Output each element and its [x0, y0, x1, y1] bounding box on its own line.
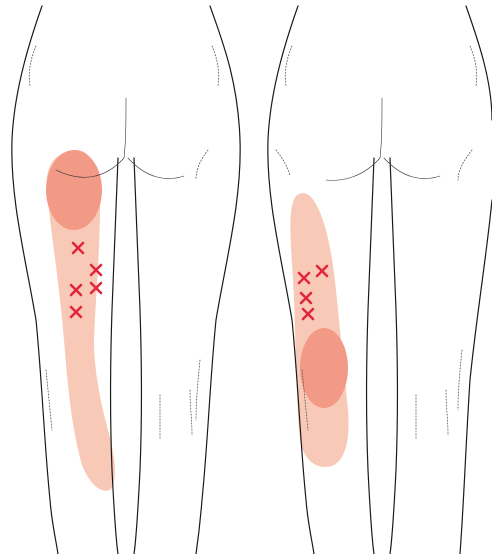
left-gluteal-cleft: [124, 98, 126, 158]
right-knee-crease-c: [446, 390, 448, 435]
right-hip-line-left: [285, 46, 292, 86]
left-primary-zone: [46, 150, 102, 230]
right-gluteal-fold-right: [384, 158, 440, 179]
left-calf-line: [196, 360, 200, 420]
left-knee-crease-c: [190, 390, 192, 435]
left-hip-line-left: [29, 46, 36, 86]
left-right-contour: [196, 6, 240, 554]
right-inner-leg-contour-2: [390, 158, 398, 554]
left-gluteal-fold-right: [128, 158, 184, 179]
right-hip-line-right: [470, 46, 477, 86]
left-hip-line-right: [212, 46, 219, 86]
right-gluteal-fold-left: [326, 158, 380, 180]
right-panel: [268, 6, 492, 554]
right-back-curve-right: [458, 150, 472, 180]
left-back-curve: [196, 150, 208, 180]
right-gluteal-cleft: [380, 98, 382, 158]
left-panel: [12, 6, 240, 554]
left-knee-crease-a: [46, 370, 52, 430]
right-right-contour: [466, 6, 492, 120]
right-inner-leg-contour: [367, 158, 375, 554]
left-inner-leg-contour: [111, 158, 119, 554]
right-calf-line: [458, 350, 462, 410]
left-outer-contour: [12, 6, 58, 554]
right-back-curve-left: [276, 150, 290, 176]
right-primary-zone: [300, 328, 348, 408]
right-right-contour-lower: [460, 200, 492, 554]
left-inner-leg-contour-2: [134, 158, 142, 554]
